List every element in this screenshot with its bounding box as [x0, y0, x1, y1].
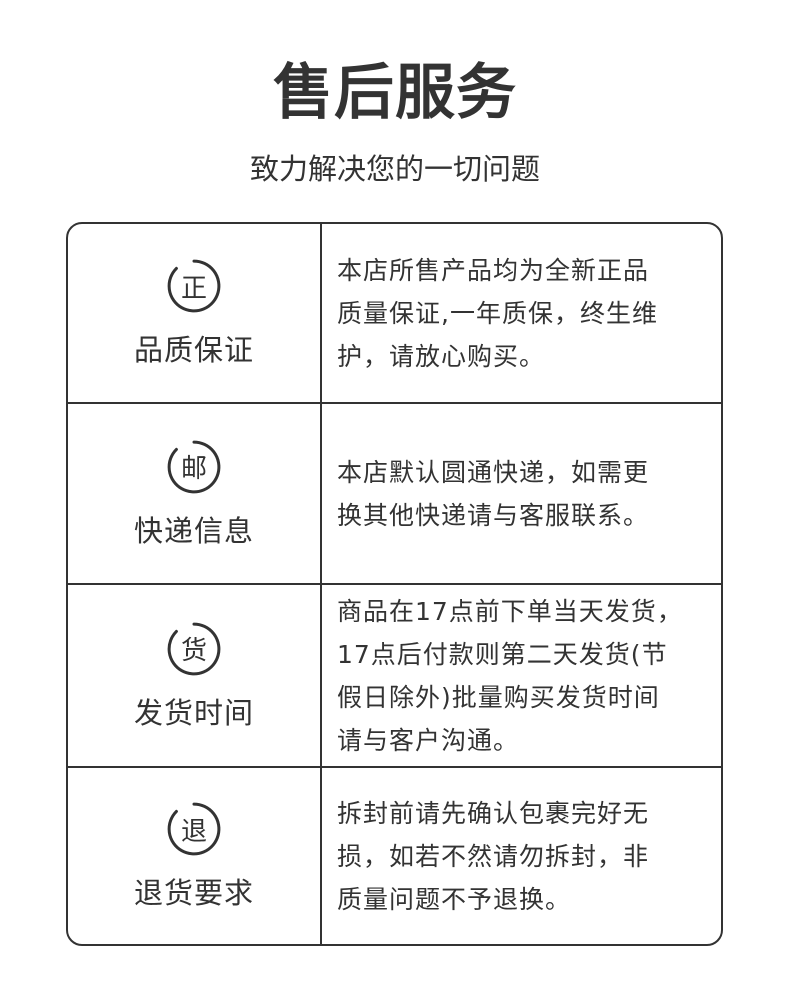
description-line: 质量问题不予退换。 — [337, 884, 572, 914]
page-title: 售后服务 — [273, 58, 517, 128]
row-description-cell: 拆封前请先确认包裹完好无 损，如若不然请勿拆封，非 质量问题不予退换。 — [322, 768, 721, 944]
table-row-shipping: 邮 快递信息 本店默认圆通快递，如需更 换其他快递请与客服联系。 — [68, 404, 721, 585]
description-line: 质量保证,一年质保，终生维 — [337, 298, 658, 328]
table-row-returns: 退 退货要求 拆封前请先确认包裹完好无 损，如若不然请勿拆封，非 质量问题不予退… — [68, 768, 721, 944]
row-header-cell: 退 退货要求 — [68, 768, 322, 944]
row-header-cell: 邮 快递信息 — [68, 404, 322, 583]
row-description: 本店默认圆通快递，如需更 换其他快递请与客服联系。 — [337, 451, 649, 537]
row-description-cell: 本店默认圆通快递，如需更 换其他快递请与客服联系。 — [322, 404, 721, 583]
description-line: 假日除外)批量购买发货时间 — [337, 682, 660, 712]
badge-character: 正 — [180, 273, 207, 304]
page-subtitle: 致力解决您的一切问题 — [249, 152, 540, 186]
row-header-cell: 货 发货时间 — [68, 585, 322, 766]
description-line: 本店默认圆通快递，如需更 — [337, 457, 650, 487]
row-label: 发货时间 — [133, 695, 254, 730]
row-label: 快递信息 — [133, 513, 254, 548]
badge-character: 退 — [180, 816, 207, 847]
row-label: 品质保证 — [133, 333, 254, 367]
table-row-quality: 正 品质保证 本店所售产品均为全新正品 质量保证,一年质保，终生维 护，请放心购… — [68, 224, 721, 404]
circle-badge-icon: 货 — [165, 620, 223, 678]
row-description-cell: 商品在17点前下单当天发货， 17点后付款则第二天发货(节 假日除外)批量购买发… — [322, 585, 721, 766]
description-line: 拆封前请先确认包裹完好无 — [337, 798, 650, 828]
row-header-cell: 正 品质保证 — [68, 224, 322, 402]
after-sales-table: 正 品质保证 本店所售产品均为全新正品 质量保证,一年质保，终生维 护，请放心购… — [66, 222, 723, 946]
row-description-cell: 本店所售产品均为全新正品 质量保证,一年质保，终生维 护，请放心购买。 — [322, 224, 721, 402]
circle-badge-icon: 退 — [165, 800, 223, 858]
circle-badge-icon: 邮 — [165, 438, 223, 496]
row-description: 拆封前请先确认包裹完好无 损，如若不然请勿拆封，非 质量问题不予退换。 — [337, 792, 649, 921]
row-label: 退货要求 — [133, 876, 254, 910]
table-row-dispatch-time: 货 发货时间 商品在17点前下单当天发货， 17点后付款则第二天发货(节 假日除… — [68, 585, 721, 768]
row-description: 本店所售产品均为全新正品 质量保证,一年质保，终生维 护，请放心购买。 — [337, 249, 658, 378]
badge-character: 邮 — [180, 454, 207, 484]
description-line: 换其他快递请与客服联系。 — [337, 500, 650, 530]
description-line: 商品在17点前下单当天发货， — [337, 596, 683, 626]
circle-badge-icon: 正 — [165, 257, 223, 315]
description-line: 请与客户沟通。 — [337, 725, 520, 755]
description-line: 17点后付款则第二天发货(节 — [337, 639, 668, 669]
description-line: 护，请放心购买。 — [337, 341, 546, 371]
description-line: 本店所售产品均为全新正品 — [337, 255, 650, 285]
row-description: 商品在17点前下单当天发货， 17点后付款则第二天发货(节 假日除外)批量购买发… — [337, 590, 683, 762]
badge-character: 货 — [180, 636, 207, 666]
description-line: 损，如若不然请勿拆封，非 — [337, 841, 650, 871]
